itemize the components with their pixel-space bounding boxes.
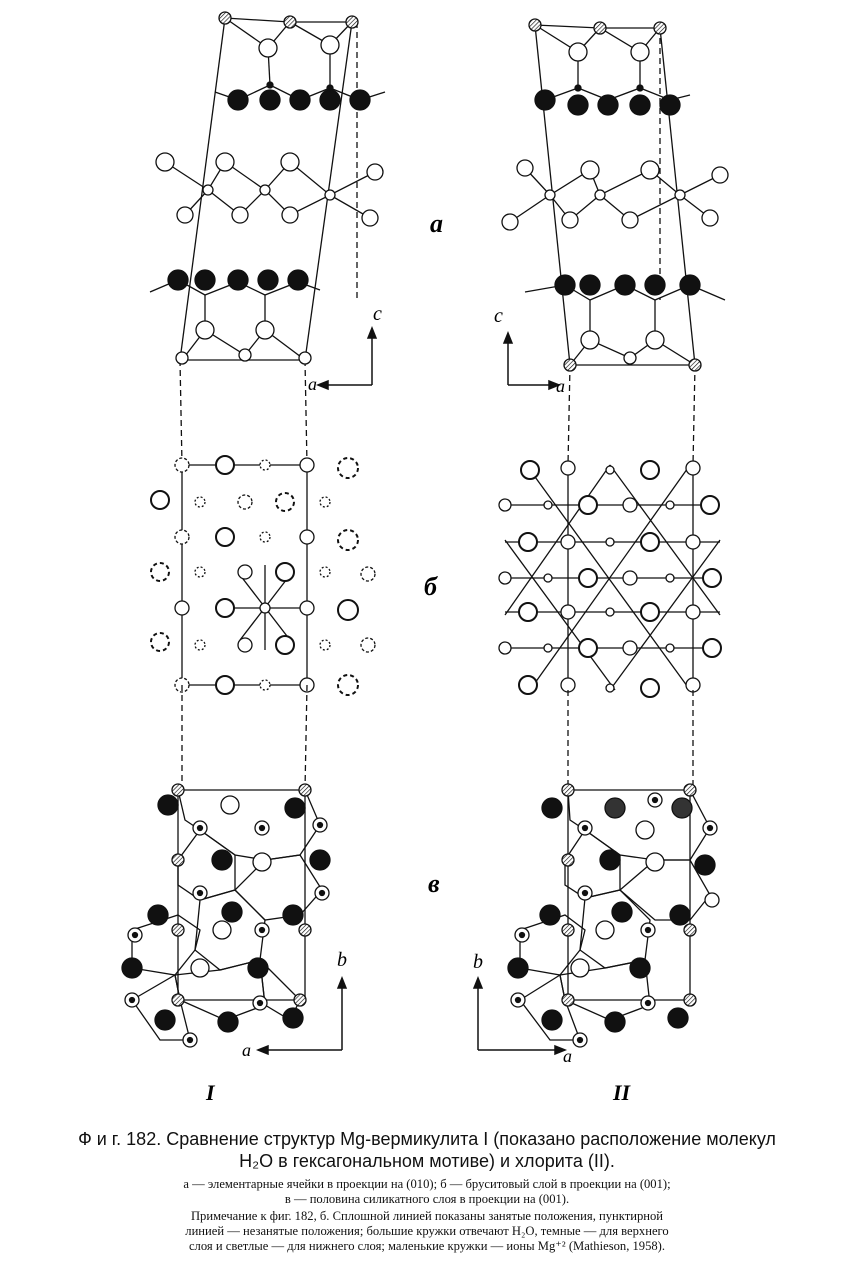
axis-label-b-left: b [337, 949, 347, 971]
caption-note-line2: линией — незанятые положения; большие кр… [185, 1224, 669, 1238]
panel-II-silicate-layer [507, 783, 720, 1048]
panel-II-atoms-a [501, 18, 729, 372]
axes-c [255, 975, 568, 1056]
section-label-c: в [428, 869, 440, 898]
axis-label-a-left: a [308, 374, 317, 394]
axis-label-a-left-c: a [242, 1040, 251, 1060]
axis-label-a-right: a [556, 376, 565, 396]
caption-note-line3: слоя и светлые — для нижнего слоя; мален… [188, 1239, 666, 1253]
caption-title: Ф и г. 182. Сравнение структур Mg-вермик… [78, 1129, 776, 1149]
caption-legend-line2: в — половина силикатного слоя в проекции… [284, 1192, 570, 1206]
axis-label-a-right-c: a [563, 1046, 572, 1066]
section-label-a: а [430, 209, 443, 238]
section-label-b: б [424, 572, 438, 601]
panel-I-atoms-a [155, 11, 384, 365]
panel-label-I: I [205, 1080, 216, 1100]
panel-I-brucite-layer [150, 455, 376, 791]
axis-label-b-right: b [473, 951, 483, 973]
panel-label-II: II [612, 1080, 632, 1100]
caption-legend-line1: а — элементарные ячейки в проекции на (0… [183, 1177, 671, 1191]
caption-note-line1: Примечание к фиг. 182, б. Сплошной линие… [190, 1209, 664, 1223]
structure-figure: а б в c a c a b a b a I II [121, 11, 729, 1100]
axes-a [315, 325, 562, 391]
axis-label-c-left: c [373, 303, 382, 325]
caption-title-line2: H₂O в гексагональном мотиве) и хлорита (… [239, 1151, 615, 1171]
axis-label-c-right: c [494, 305, 503, 327]
panel-II-brucite-layer [498, 460, 722, 790]
panel-I-silicate-layer [121, 783, 331, 1048]
